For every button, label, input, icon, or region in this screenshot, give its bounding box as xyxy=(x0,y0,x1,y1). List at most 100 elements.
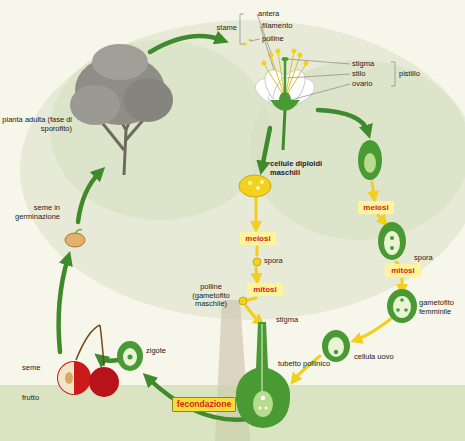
cycle-arrows xyxy=(59,36,368,420)
part-label: ovario xyxy=(352,80,392,89)
meiosis-mitosis-arrows-part xyxy=(401,279,404,290)
zygote xyxy=(117,341,143,371)
leader-lines-part xyxy=(240,14,244,44)
female-cells-part xyxy=(390,236,394,240)
male-cells-part xyxy=(248,181,252,185)
meiosis-mitosis-arrows-part xyxy=(256,247,259,255)
process-box: fecondazione xyxy=(172,397,236,412)
female-cells-part xyxy=(396,308,400,312)
box-text: meiosi xyxy=(363,203,388,212)
part-label: zigote xyxy=(146,347,186,356)
female-cells-part xyxy=(322,330,350,362)
flower-part xyxy=(283,110,285,150)
flower-part xyxy=(292,49,297,54)
germinating-seed-part xyxy=(65,233,85,247)
background-tree-part xyxy=(20,20,465,320)
adult-tree-part xyxy=(70,85,120,125)
stage-box: mitosi xyxy=(385,264,421,277)
part-label: seme xyxy=(22,364,52,373)
flower-part xyxy=(282,57,289,61)
male-cells-part xyxy=(253,258,261,266)
pistil-section-part xyxy=(259,407,262,410)
pistil-section xyxy=(236,322,290,428)
meiosis-mitosis-arrows-part xyxy=(378,215,384,222)
female-cells-part xyxy=(393,296,411,318)
leader-lines-part xyxy=(391,62,395,86)
part-label: tubetto pollinico xyxy=(278,360,348,369)
part-label: cellule diploidi maschili xyxy=(270,160,336,177)
part-label: seme in germinazione xyxy=(8,204,60,221)
meiosis-mitosis-arrows xyxy=(246,182,402,380)
adult-tree-part xyxy=(92,44,148,80)
male-cells-part xyxy=(239,175,271,197)
part-label: polline (gametofito maschile) xyxy=(184,283,238,309)
part-label: stigma xyxy=(352,60,392,69)
female-cells-part xyxy=(384,231,400,255)
female-cells-part xyxy=(328,337,344,357)
part-label: spora xyxy=(264,257,294,266)
cherries xyxy=(57,325,119,397)
meiosis-mitosis-arrows-part xyxy=(248,298,256,300)
zygote-part xyxy=(117,341,143,371)
leader-lines-part xyxy=(287,59,350,100)
pistil-section-part xyxy=(261,396,265,400)
female-cells-part xyxy=(358,140,382,180)
female-cells xyxy=(322,140,417,362)
pistil-section-part xyxy=(265,407,268,410)
pistil-section-part xyxy=(253,391,273,417)
part-label: cellula uovo xyxy=(354,353,414,362)
meiosis-mitosis-arrows-part xyxy=(256,268,257,279)
part-label: stilo xyxy=(352,70,392,79)
germinating-seed-part xyxy=(75,230,82,235)
stage-box: mitosi xyxy=(247,283,283,296)
female-cells-part xyxy=(378,222,406,260)
female-cells-part xyxy=(334,350,338,354)
flower-part xyxy=(304,61,309,66)
part-label: filamento xyxy=(262,22,306,31)
box-text: mitosi xyxy=(253,285,277,294)
stage-box: meiosi xyxy=(358,201,394,214)
female-cells-part xyxy=(390,246,394,250)
pistil-section-part xyxy=(236,322,290,428)
cycle-arrows-part xyxy=(78,172,100,222)
cherries-part xyxy=(58,362,74,394)
flower-part xyxy=(279,92,291,108)
germinating-seed xyxy=(65,230,85,248)
male-cells-part xyxy=(260,180,264,184)
flower-part xyxy=(267,64,312,114)
cycle-arrows-part xyxy=(150,36,222,52)
cherries-part xyxy=(57,361,91,395)
meiosis-mitosis-arrows-part xyxy=(356,318,392,340)
cycle-arrows-part xyxy=(59,258,68,352)
cherries-part xyxy=(76,325,104,366)
male-cells-part xyxy=(256,186,260,190)
part-label: pianta adulta (fase di sporofito) xyxy=(2,116,72,133)
cycle-arrows-part xyxy=(318,110,368,132)
meiosis-mitosis-arrows-part xyxy=(255,198,258,227)
part-label: stame xyxy=(200,24,237,33)
part-label: frutto xyxy=(22,394,52,403)
adult-tree xyxy=(70,44,173,175)
part-label: gametofito femminile xyxy=(419,299,465,316)
flower-part xyxy=(248,38,251,41)
male-cells-part xyxy=(239,297,247,305)
flower xyxy=(243,38,318,150)
zygote-part xyxy=(128,355,133,360)
flower-part xyxy=(262,61,267,66)
meiosis-mitosis-arrows-part xyxy=(246,306,260,322)
meiosis-mitosis-arrows-part xyxy=(372,182,374,197)
part-label: stigma xyxy=(276,316,316,325)
box-text: fecondazione xyxy=(177,400,231,409)
box-text: mitosi xyxy=(391,266,415,275)
background-tree-part xyxy=(250,60,465,240)
stage-box: meiosi xyxy=(240,232,276,245)
female-cells-part xyxy=(404,308,408,312)
female-cells-part xyxy=(400,298,404,302)
part-label: spora xyxy=(414,254,454,263)
flower-part xyxy=(276,49,281,54)
pistil-section-part xyxy=(262,324,263,395)
meiosis-mitosis-arrows-part xyxy=(396,262,398,263)
